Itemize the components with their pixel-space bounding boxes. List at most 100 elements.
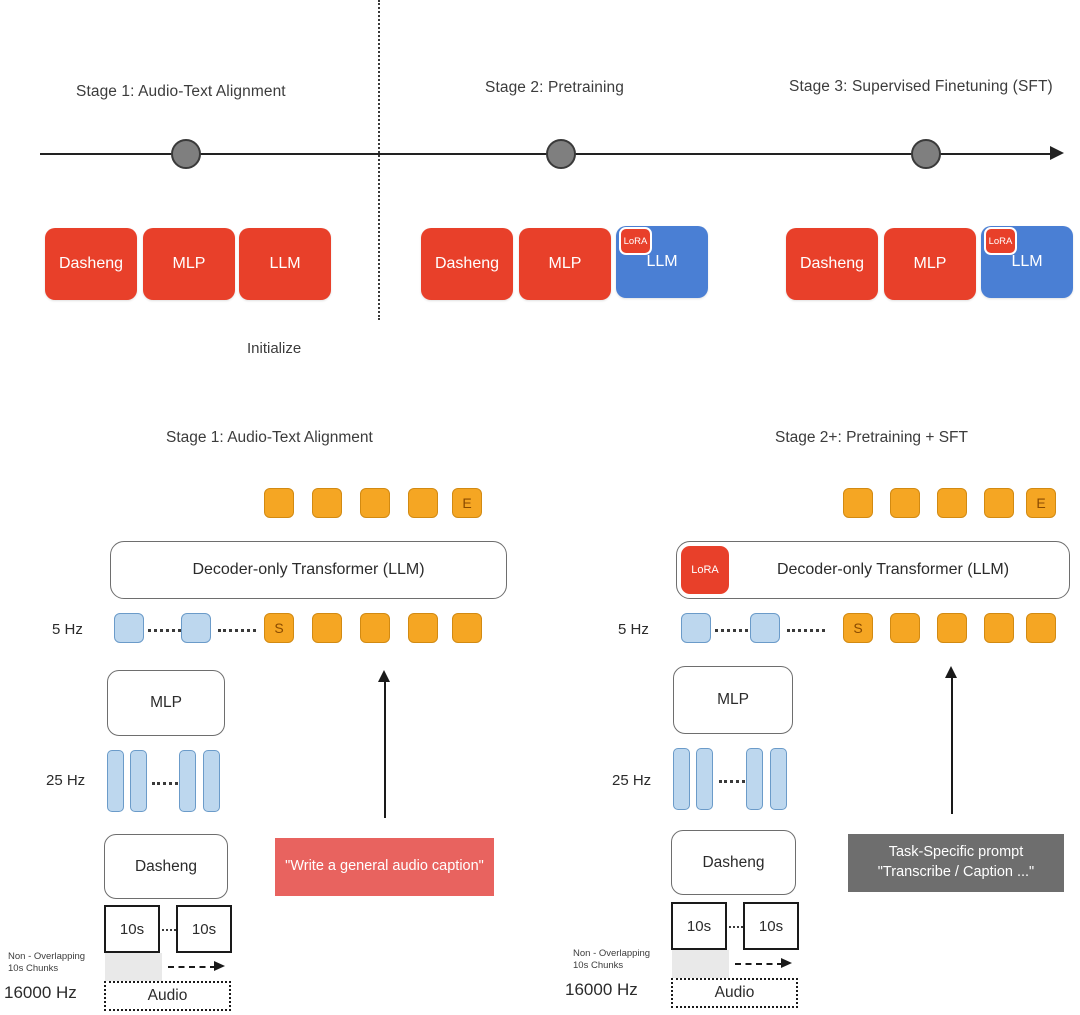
panel-right-input-token-5 [1026, 613, 1056, 643]
panel-right-transformer: Decoder-only Transformer (LLM) [676, 541, 1070, 599]
panel-right-stride-arrow-line [735, 963, 783, 965]
panel-right-chunk-dots [729, 926, 743, 928]
panel-right-audio-token-1 [681, 613, 711, 643]
panel-right-mlp: MLP [673, 666, 793, 734]
initialize-label: Initialize [247, 340, 302, 357]
panel-left-input-token-3 [360, 613, 390, 643]
stage2-module-dasheng-label: Dasheng [434, 255, 500, 272]
panel-left-chunk-2: 10s [176, 905, 232, 953]
timeline-stage-3-title: Stage 3: Supervised Finetuning (SFT) [789, 78, 1053, 95]
panel-right-frame-bar-3 [746, 748, 763, 810]
stage3-lora-badge-label: LoRA [988, 235, 1013, 247]
panel-right-audio-dots-1 [715, 629, 748, 632]
panel-right-prompt-line-1: Task-Specific prompt [888, 844, 1024, 861]
panel-left-input-token-4 [408, 613, 438, 643]
panel-right-prompt-arrow-head-icon [945, 666, 957, 678]
panel-left-audio-token-1 [114, 613, 144, 643]
panel-left-stride-arrow-line [168, 966, 216, 968]
stage3-module-mlp: MLP [884, 228, 976, 300]
panel-left-audio-dots-2 [218, 629, 256, 632]
panel-right-input-token-start: S [843, 613, 873, 643]
panel-right-output-token-end: E [1026, 488, 1056, 518]
stage2-lora-badge: LoRA [619, 227, 652, 255]
panel-left-prompt-box: "Write a general audio caption" [275, 838, 494, 896]
panel-right-mlp-label: MLP [717, 691, 749, 708]
timeline-marker-stage-2 [546, 139, 576, 169]
stage2-module-mlp-label: MLP [548, 255, 582, 272]
panel-left-chunk-dots [162, 929, 176, 931]
panel-left-audio-input-label: Audio [147, 987, 188, 1004]
panel-left-mlp-label: MLP [150, 694, 182, 711]
panel-left-chunk-1: 10s [104, 905, 160, 953]
panel-left-input-token-2 [312, 613, 342, 643]
timeline-marker-stage-1 [171, 139, 201, 169]
panel-left-audio-dots-1 [148, 629, 181, 632]
panel-right-frame-bar-2 [696, 748, 713, 810]
panel-right-output-token-3 [937, 488, 967, 518]
stage3-module-dasheng-label: Dasheng [799, 255, 865, 272]
panel-left-audio-input: Audio [104, 981, 231, 1011]
panel-left-transformer-label: Decoder-only Transformer (LLM) [192, 561, 425, 578]
timeline-stage-2-title: Stage 2: Pretraining [485, 79, 625, 96]
panel-left-rate-5hz-label: 5 Hz [52, 621, 83, 638]
panel-right-output-token-1 [843, 488, 873, 518]
panel-left-frame-bar-2 [130, 750, 147, 812]
panel-left-title: Stage 1: Audio-Text Alignment [166, 429, 373, 446]
stage1-module-llm: LLM [239, 228, 331, 300]
panel-left-transformer: Decoder-only Transformer (LLM) [110, 541, 507, 599]
panel-right-rate-25hz-label: 25 Hz [612, 772, 652, 789]
panel-left-rate-16000hz-label: 16000 Hz [4, 983, 77, 1002]
panel-left-prompt-text: "Write a general audio caption" [285, 858, 484, 875]
stage2-module-mlp: MLP [519, 228, 611, 300]
panel-left-input-token-5 [452, 613, 482, 643]
stage1-module-dasheng: Dasheng [45, 228, 137, 300]
panel-right-audio-input-label: Audio [714, 984, 755, 1001]
panel-left-prompt-arrow-line [384, 682, 386, 818]
panel-left-chunk-shade [105, 953, 162, 981]
stage3-module-dasheng: Dasheng [786, 228, 878, 300]
panel-left-stride-arrow-head-icon [214, 961, 225, 971]
panel-right-frame-bar-1 [673, 748, 690, 810]
timeline-marker-stage-3 [911, 139, 941, 169]
stage1-module-llm-label: LLM [269, 255, 301, 272]
panel-right-prompt-arrow-line [951, 678, 953, 814]
panel-left-frame-dots [152, 782, 178, 785]
panel-left-output-token-4 [408, 488, 438, 518]
panel-right-prompt-box: Task-Specific prompt "Transcribe / Capti… [848, 834, 1064, 892]
panel-right-encoder: Dasheng [671, 830, 796, 895]
panel-right-transformer-label: Decoder-only Transformer (LLM) [776, 561, 1010, 578]
panel-right-title: Stage 2+: Pretraining + SFT [775, 429, 968, 446]
panel-right-input-token-4 [984, 613, 1014, 643]
panel-right-prompt-line-2: "Transcribe / Caption ..." [877, 864, 1035, 880]
panel-left-output-token-1 [264, 488, 294, 518]
panel-right-chunk-1: 10s [671, 902, 727, 950]
panel-right-input-token-2 [890, 613, 920, 643]
panel-left-frame-bar-4 [203, 750, 220, 812]
panel-right-lora-module: LoRA [681, 546, 729, 594]
stage2-lora-badge-label: LoRA [623, 235, 648, 247]
panel-left-encoder: Dasheng [104, 834, 228, 899]
stage3-module-mlp-label: MLP [913, 255, 947, 272]
panel-left-rate-25hz-label: 25 Hz [46, 772, 86, 789]
panel-left-audio-token-2 [181, 613, 211, 643]
timeline-stage-1-title: Stage 1: Audio-Text Alignment [76, 83, 286, 100]
panel-right-encoder-label: Dasheng [702, 853, 765, 871]
panel-right-frame-dots [719, 780, 745, 783]
panel-left-frame-bar-3 [179, 750, 196, 812]
panel-right-output-token-2 [890, 488, 920, 518]
panel-left-encoder-label: Dasheng [134, 857, 198, 875]
panel-left-chunk-note: Non - Overlapping 10s Chunks [8, 951, 86, 974]
panel-right-frame-bar-4 [770, 748, 787, 810]
panel-right-lora-label: LoRA [691, 564, 719, 576]
panel-right-output-token-4 [984, 488, 1014, 518]
stage1-module-dasheng-label: Dasheng [58, 255, 124, 272]
panel-left-output-token-2 [312, 488, 342, 518]
timeline-arrow-icon [1050, 146, 1064, 160]
stage1-module-mlp: MLP [143, 228, 235, 300]
panel-left-input-token-start: S [264, 613, 294, 643]
panel-left-output-token-end: E [452, 488, 482, 518]
stage3-module-llm-label: LLM [1011, 253, 1043, 270]
panel-right-audio-token-2 [750, 613, 780, 643]
stage-divider-1 [378, 0, 380, 320]
